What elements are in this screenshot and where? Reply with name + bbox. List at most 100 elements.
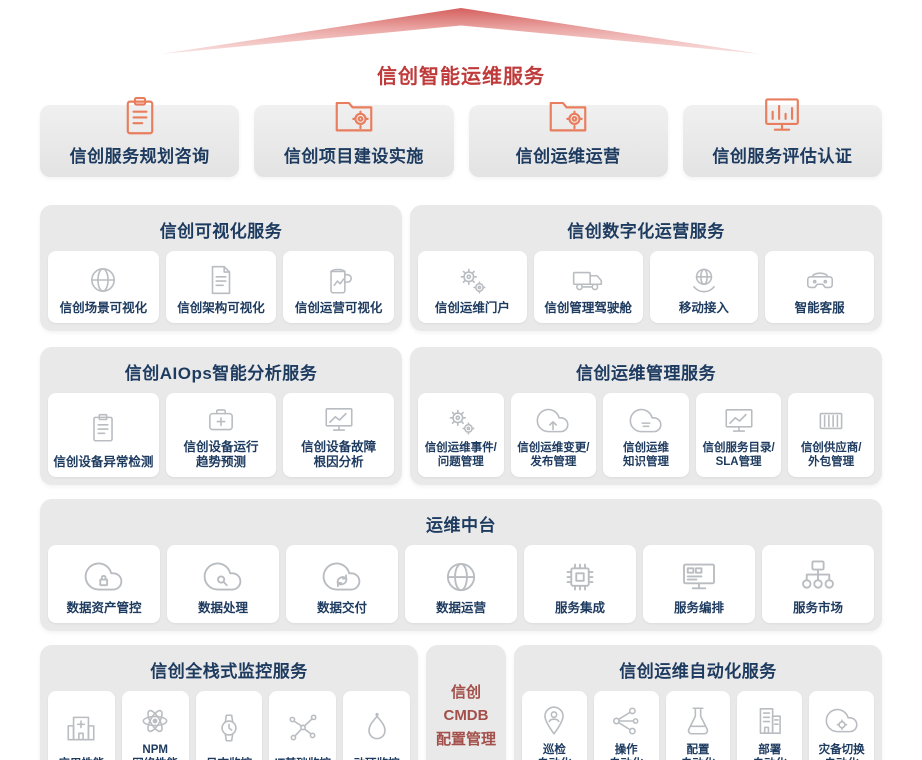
item-deploy-automation: 部署 自动化 <box>737 691 803 760</box>
item-vendor-outsourcing-management: 信创供应商/ 外包管理 <box>788 393 874 477</box>
item-label: 智能客服 <box>794 301 845 315</box>
network-icon <box>798 552 838 601</box>
item-label: 信创设备故障 根因分析 <box>301 440 377 469</box>
clipboard-icon <box>117 93 163 139</box>
panel-aiops: 信创AIOps智能分析服务 信创设备异常检测 信创设备运行 趋势预测 信创设备故… <box>40 347 402 485</box>
panel-ops-management: 信创运维管理服务 信创运维事件/ 问题管理 信创运维变更/ 发布管理 信创运维 … <box>410 347 882 485</box>
panel-title: 信创全栈式监控服务 <box>150 662 308 681</box>
cmdb-label: 信创 CMDB 配置管理 <box>435 684 496 748</box>
document-icon <box>204 258 238 301</box>
item-service-orchestration: 服务编排 <box>643 545 755 623</box>
mug-chart-icon <box>322 258 356 301</box>
panel-title: 信创数字化运营服务 <box>567 222 725 241</box>
row-visualization-digital: 信创可视化服务 信创场景可视化 信创架构可视化 信创运营可视化 <box>40 205 882 331</box>
medkit-icon <box>204 400 238 440</box>
gears-icon <box>444 400 478 442</box>
globe-icon <box>86 258 120 301</box>
gears-icon <box>455 258 489 301</box>
item-label: 信创运维门户 <box>434 301 510 315</box>
item-service-integration: 服务集成 <box>524 545 636 623</box>
item-label: 服务集成 <box>554 601 605 615</box>
panel-digital-operation: 信创数字化运营服务 信创运维门户 信创管理驾驶舱 移动接入 <box>410 205 882 331</box>
truck-icon <box>571 258 605 301</box>
item-label: 信创运维变更/ 发布管理 <box>517 442 590 469</box>
top-card-ops-operation: 信创运维运营 <box>468 105 668 177</box>
top-card-label: 信创项目建设实施 <box>283 147 424 166</box>
panel-cmdb: 信创 CMDB 配置管理 <box>426 645 506 760</box>
item-data-processing: 数据处理 <box>167 545 279 623</box>
panel-items: 信创运维事件/ 问题管理 信创运维变更/ 发布管理 信创运维 知识管理 信创服务… <box>418 393 874 477</box>
item-label: 数据处理 <box>197 601 248 615</box>
building-icon <box>753 698 787 744</box>
container-icon <box>814 400 848 442</box>
top-card-service-certification: 信创服务评估认证 <box>682 105 882 177</box>
row-monitoring-cmdb-automation: 信创全栈式监控服务 应用性能 NPM 网络性能 日志监控 <box>40 645 882 760</box>
folder-gear-icon <box>545 93 591 139</box>
cloud-sync-icon <box>322 552 362 601</box>
item-label: 数据资产管控 <box>66 601 142 615</box>
panel-title: 信创运维管理服务 <box>576 364 716 383</box>
item-label: 服务编排 <box>673 601 724 615</box>
panel-items: 应用性能 NPM 网络性能 日志监控 IT基础监控 <box>48 691 410 760</box>
panel-middle-platform: 运维中台 数据资产管控 数据处理 数据交付 <box>40 499 882 631</box>
item-ops-portal: 信创运维门户 <box>418 251 527 323</box>
item-management-cockpit: 信创管理驾驶舱 <box>533 251 643 323</box>
watch-icon <box>212 698 246 758</box>
share-nodes-icon <box>609 698 643 744</box>
cloud-lock-icon <box>84 552 124 601</box>
cloud-gear-icon <box>825 698 859 744</box>
item-label: 动环监控 <box>354 758 400 760</box>
item-label: 日志监控 <box>206 758 252 760</box>
chart-board-icon <box>722 400 756 442</box>
item-incident-problem-management: 信创运维事件/ 问题管理 <box>418 393 504 477</box>
item-label: 服务市场 <box>792 601 843 615</box>
item-label: 信创场景可视化 <box>59 301 148 315</box>
item-architecture-visualization: 信创架构可视化 <box>165 251 277 323</box>
item-label: 信创设备异常检测 <box>53 455 154 469</box>
item-label: NPM 网络性能 <box>132 744 178 760</box>
item-data-operation: 数据运营 <box>405 545 517 623</box>
item-inspection-automation: 巡检 自动化 <box>522 691 587 760</box>
item-operation-visualization: 信创运营可视化 <box>283 251 395 323</box>
item-apm: 应用性能 <box>48 691 115 760</box>
folder-gear-icon <box>331 93 377 139</box>
item-change-release-management: 信创运维变更/ 发布管理 <box>510 393 597 477</box>
bar-chart-icon <box>759 93 805 139</box>
item-device-trend-prediction: 信创设备运行 趋势预测 <box>165 393 277 477</box>
panel-title: 信创可视化服务 <box>159 222 283 241</box>
cloud-icon <box>629 400 663 442</box>
item-dr-switch-automation: 灾备切换 自动化 <box>809 691 874 760</box>
roof-arrow <box>161 8 761 54</box>
item-service-catalog-sla: 信创服务目录/ SLA管理 <box>695 393 782 477</box>
panel-items: 数据资产管控 数据处理 数据交付 数据运营 <box>48 545 874 623</box>
hand-globe-icon <box>687 258 721 301</box>
item-service-marketplace: 服务市场 <box>762 545 874 623</box>
item-knowledge-management: 信创运维 知识管理 <box>603 393 689 477</box>
item-label: 信创供应商/ 外包管理 <box>800 442 862 469</box>
atom-icon <box>138 698 172 744</box>
item-env-monitoring: 动环监控 <box>343 691 410 760</box>
item-data-delivery: 数据交付 <box>286 545 398 623</box>
item-label: 信创管理驾驶舱 <box>544 301 632 315</box>
page-title: 信创智能运维服务 <box>377 66 545 88</box>
item-log-monitoring: 日志监控 <box>195 691 263 760</box>
item-fault-root-cause-analysis: 信创设备故障 根因分析 <box>283 393 395 477</box>
item-label: 巡检 自动化 <box>537 744 572 760</box>
top-services-row: 信创服务规划咨询 信创项目建设实施 信创运维运营 信创服务评估认证 <box>40 105 882 177</box>
top-card-label: 信创服务规划咨询 <box>69 147 210 166</box>
item-scene-visualization: 信创场景可视化 <box>48 251 159 323</box>
item-label: 应用性能 <box>58 758 104 760</box>
cloud-search-icon <box>203 552 243 601</box>
panel-title: 信创运维自动化服务 <box>619 662 777 681</box>
monitor-chart-icon <box>322 400 356 440</box>
item-label: 信创架构可视化 <box>177 301 265 315</box>
item-label: 信创服务目录/ SLA管理 <box>702 442 775 469</box>
clipboard-icon <box>86 400 120 455</box>
panel-monitoring: 信创全栈式监控服务 应用性能 NPM 网络性能 日志监控 <box>40 645 418 760</box>
panel-items: 信创运维门户 信创管理驾驶舱 移动接入 智能客服 <box>418 251 874 323</box>
item-npm: NPM 网络性能 <box>121 691 189 760</box>
top-card-label: 信创运维运营 <box>515 147 621 166</box>
item-label: 配置 自动化 <box>681 744 716 760</box>
panel-visualization: 信创可视化服务 信创场景可视化 信创架构可视化 信创运营可视化 <box>40 205 402 331</box>
panel-items: 巡检 自动化 操作 自动化 配置 自动化 部署 自动化 <box>522 691 874 760</box>
